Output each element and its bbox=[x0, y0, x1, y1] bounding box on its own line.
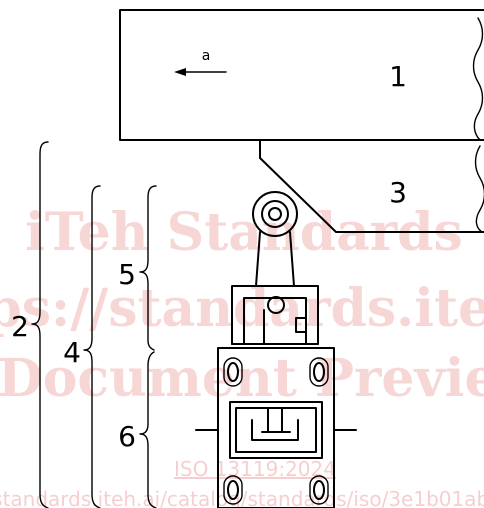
actuator-5 bbox=[231, 191, 319, 345]
mounting-hole-top-left-slot bbox=[227, 362, 239, 382]
mounting-hole-top-right bbox=[309, 357, 329, 387]
brace-4 bbox=[83, 185, 101, 508]
brace-5 bbox=[139, 185, 157, 351]
mounting-hole-top-left bbox=[223, 357, 243, 387]
braces bbox=[31, 141, 157, 508]
label-3: 3 bbox=[389, 176, 407, 209]
mounting-hole-top-right-slot bbox=[313, 362, 325, 382]
mounting-hole-bottom-right bbox=[309, 475, 329, 505]
part-1-break-line bbox=[472, 17, 484, 141]
mounting-hole-bottom-right-slot bbox=[313, 480, 325, 500]
roller-inner bbox=[268, 207, 282, 221]
watermark: iTeh Standards https://standards.iteh.ai… bbox=[0, 202, 484, 508]
roller-middle bbox=[261, 200, 289, 228]
cam-outline bbox=[259, 139, 484, 233]
actuator-clamp bbox=[295, 317, 307, 333]
motion-arrow-head bbox=[174, 68, 186, 76]
label-1: 1 bbox=[389, 60, 407, 93]
roller-outer bbox=[252, 191, 298, 237]
label-6: 6 bbox=[118, 420, 136, 453]
label-5: 5 bbox=[118, 258, 136, 291]
motion-arrow: a bbox=[174, 48, 227, 76]
motion-arrow-label: a bbox=[202, 48, 211, 64]
machine-part-1 bbox=[119, 9, 484, 141]
label-4: 4 bbox=[63, 336, 81, 369]
switch-plunger bbox=[251, 407, 299, 441]
switch-body-window-inner bbox=[235, 407, 317, 453]
watermark-line-2: https://standards.iteh.ai bbox=[0, 278, 484, 339]
brace-2 bbox=[31, 141, 49, 508]
switch-body-outline bbox=[217, 347, 335, 508]
label-2: 2 bbox=[11, 310, 29, 343]
mounting-hole-bottom-left-slot bbox=[227, 480, 239, 500]
switch-body-window-outer bbox=[229, 401, 323, 459]
actuator-pivot bbox=[267, 296, 285, 314]
cam-break-line bbox=[474, 145, 484, 233]
lever-arm bbox=[255, 231, 295, 287]
switch-body-6 bbox=[195, 347, 357, 508]
cam-3 bbox=[259, 139, 484, 233]
actuator-head-outline bbox=[231, 285, 319, 345]
mounting-hole-bottom-left bbox=[223, 475, 243, 505]
brace-6 bbox=[139, 351, 157, 508]
watermark-line-4: ISO 13119:2024 bbox=[174, 457, 336, 481]
part-1-outline bbox=[119, 9, 484, 141]
